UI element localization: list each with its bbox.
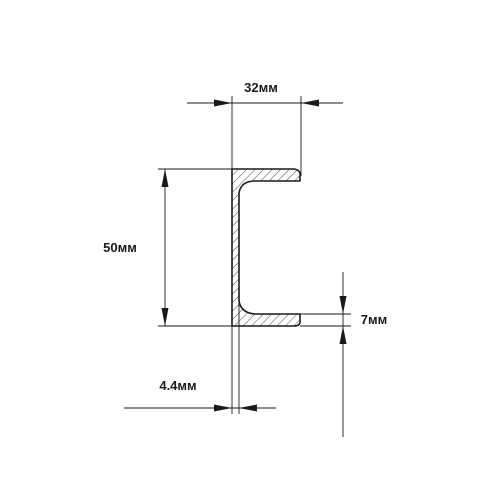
thickness-arrow-right bbox=[239, 404, 257, 412]
width-dimension: 32мм bbox=[187, 80, 343, 176]
thickness-dimension: 4.4мм bbox=[124, 300, 276, 414]
thickness-arrow-left bbox=[214, 404, 232, 412]
flange-arrow-bottom bbox=[339, 326, 347, 344]
width-arrow-left bbox=[214, 99, 232, 107]
channel-cross-section bbox=[231, 168, 301, 327]
flange-label: 7мм bbox=[361, 312, 387, 327]
height-arrow-bottom bbox=[161, 308, 169, 326]
flange-dimension: 7мм bbox=[300, 272, 387, 437]
width-arrow-right bbox=[301, 99, 319, 107]
width-label: 32мм bbox=[244, 80, 278, 95]
height-arrow-top bbox=[161, 169, 169, 187]
height-label: 50мм bbox=[103, 240, 137, 255]
thickness-label: 4.4мм bbox=[159, 378, 196, 393]
height-dimension: 50мм bbox=[103, 168, 232, 327]
flange-arrow-top bbox=[339, 296, 347, 314]
